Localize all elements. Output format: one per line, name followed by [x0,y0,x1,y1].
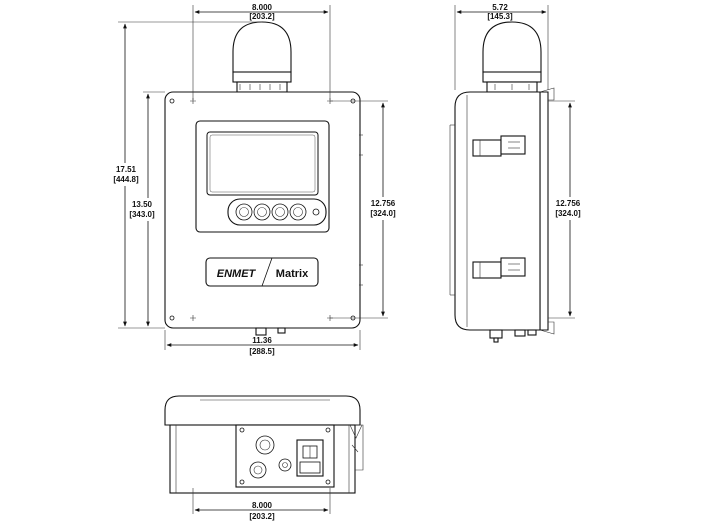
dim-value-in: 13.50 [132,200,153,209]
logo-brand: ENMET [217,268,257,280]
bottom-enclosure [164,395,361,426]
dim-bottom-mount-width: 8.000 [203.2] [192,488,331,521]
port-icon [255,435,275,455]
display-screen [206,131,319,196]
button-strip [227,198,327,226]
button-icon [289,203,307,221]
dim-value-in: 11.36 [252,336,272,345]
port-icon [249,461,267,479]
button-icon [235,203,253,221]
dim-front-top-width: 8.000 [203.2] [192,3,331,100]
dim-value-in: 8.000 [252,501,273,510]
front-view: ENMET Matrix 8.000 [203.2] 17.51 [444.8] [113,3,396,356]
screw-icon [169,98,175,104]
screw-icon [239,427,245,433]
dim-value-mm: [203.2] [249,512,275,521]
screw-icon [325,479,331,485]
dim-front-overall-width: 11.36 [288.5] [164,330,361,356]
screw-icon [325,427,331,433]
dim-value-mm: [324.0] [555,209,581,218]
dim-value-mm: [343.0] [129,210,155,219]
dim-front-overall-height: 17.51 [444.8] [113,21,262,329]
fitting-icon [278,458,292,472]
dim-value-in: 12.756 [556,199,581,208]
logo-product: Matrix [276,268,309,280]
dim-value-in: 17.51 [116,165,137,174]
button-icon [253,203,271,221]
side-beacon [482,21,542,93]
dim-value-in: 8.000 [252,3,273,12]
mounting-bracket [539,91,549,331]
dim-side-mount-height: 12.756 [324.0] [548,100,581,319]
dim-value-mm: [203.2] [249,12,275,21]
front-beacon [232,21,292,93]
side-enclosure [454,91,541,331]
screw-icon [169,315,175,321]
bottom-view: 8.000 [203.2] [164,395,364,521]
screw-icon [239,479,245,485]
dim-front-enclosure-height: 13.50 [343.0] [129,91,165,327]
side-view: 5.72 [145.3] 12.756 [324.0] [449,3,581,343]
dim-front-mount-height: 12.756 [324.0] [330,100,396,319]
dim-value-mm: [145.3] [487,12,513,21]
dim-value-mm: [444.8] [113,175,139,184]
latch-bottom [472,257,526,279]
dim-side-depth: 5.72 [145.3] [454,3,549,90]
button-icon [271,203,289,221]
dim-value-mm: [324.0] [370,209,396,218]
dim-value-in: 12.756 [371,199,396,208]
dim-value-mm: [288.5] [249,347,275,356]
dim-value-in: 5.72 [492,3,508,12]
cable-gland [255,327,267,336]
indicator-led-icon [312,208,320,216]
latch-top [472,135,526,157]
